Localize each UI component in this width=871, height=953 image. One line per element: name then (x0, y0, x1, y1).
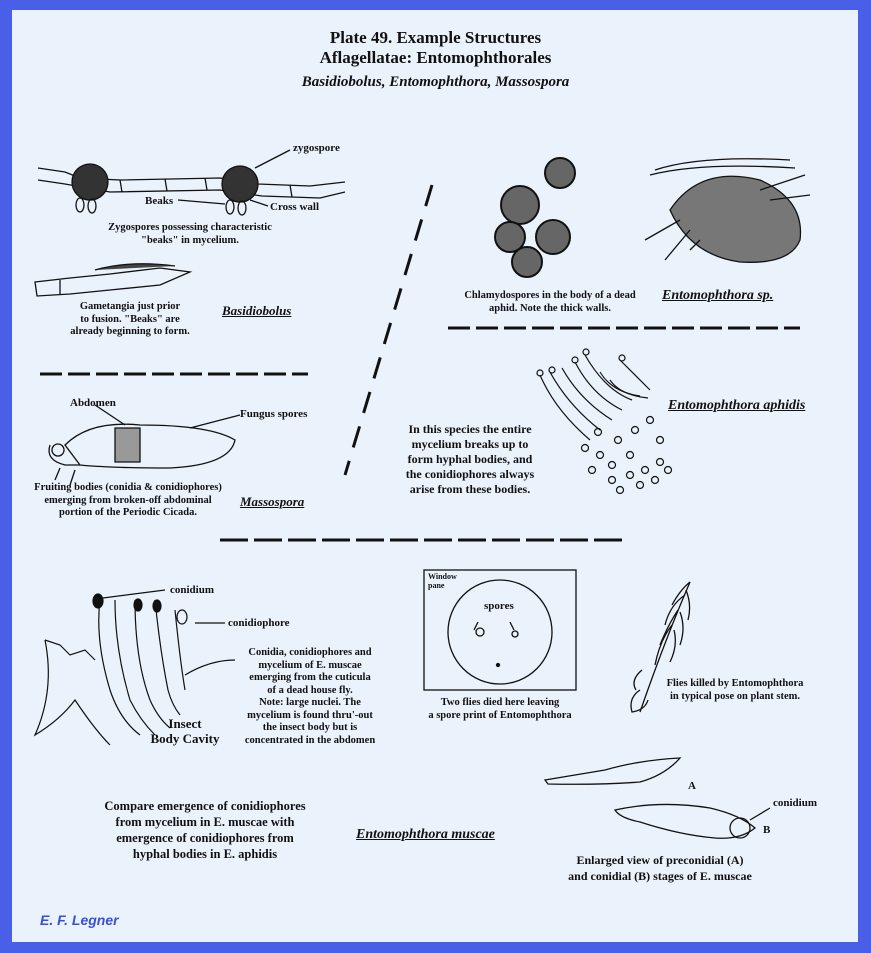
spores-label: spores (484, 600, 514, 612)
conidiophore-label: conidiophore (228, 617, 290, 629)
gametangia-drawing (34, 263, 193, 297)
basidiobolus-zygospore-drawing (37, 149, 346, 216)
plant-stem-drawing (630, 581, 691, 713)
window-pane-drawing (423, 569, 577, 691)
massospora-caption: Fruiting bodies (conidia & conidiophores… (34, 482, 222, 518)
muscae-conidiophore-drawing (33, 589, 236, 746)
aphidis-drawing (536, 348, 673, 495)
entomophthora-sp-name: Entomophthora sp. (662, 288, 774, 303)
divider-lines (40, 184, 800, 542)
conidium-label: conidium (170, 584, 215, 596)
gametangia-caption: Gametangia just prior to fusion. "Beaks"… (70, 301, 190, 337)
cross-wall-label: Cross wall (270, 201, 319, 213)
plate-subtitle: Aflagellatae: Entomophthorales (319, 48, 552, 67)
abdomen-label: Abdomen (70, 397, 116, 409)
massospora-name: Massospora (240, 494, 305, 509)
beaks-label: Beaks (145, 195, 174, 207)
plate-genera: Basidiobolus, Entomophthora, Massospora (301, 74, 570, 90)
stage-b-label: B (763, 824, 771, 836)
enlarged-stage-drawing (543, 757, 771, 839)
conidium-b-label: conidium (773, 797, 818, 809)
zygospore-label: zygospore (293, 142, 340, 154)
cicada-drawing (48, 404, 241, 486)
zygospore-caption: Zygospores possessing characteristic"bea… (108, 222, 272, 246)
plate-title: Plate 49. Example Structures (329, 28, 542, 47)
basidiobolus-name: Basidiobolus (222, 303, 292, 318)
aphidis-name: Entomophthora aphidis (668, 398, 806, 413)
muscae-name: Entomophthora muscae (356, 827, 495, 842)
aphid-drawing (644, 158, 811, 263)
enlarged-caption: Enlarged view of preconidial (A)and coni… (568, 853, 752, 883)
stage-a-label: A (688, 780, 696, 792)
fungus-spores-label: Fungus spores (240, 408, 308, 420)
author-credit: E. F. Legner (40, 912, 119, 928)
plate-background (12, 10, 858, 942)
chlamydospore-drawing (494, 157, 576, 278)
